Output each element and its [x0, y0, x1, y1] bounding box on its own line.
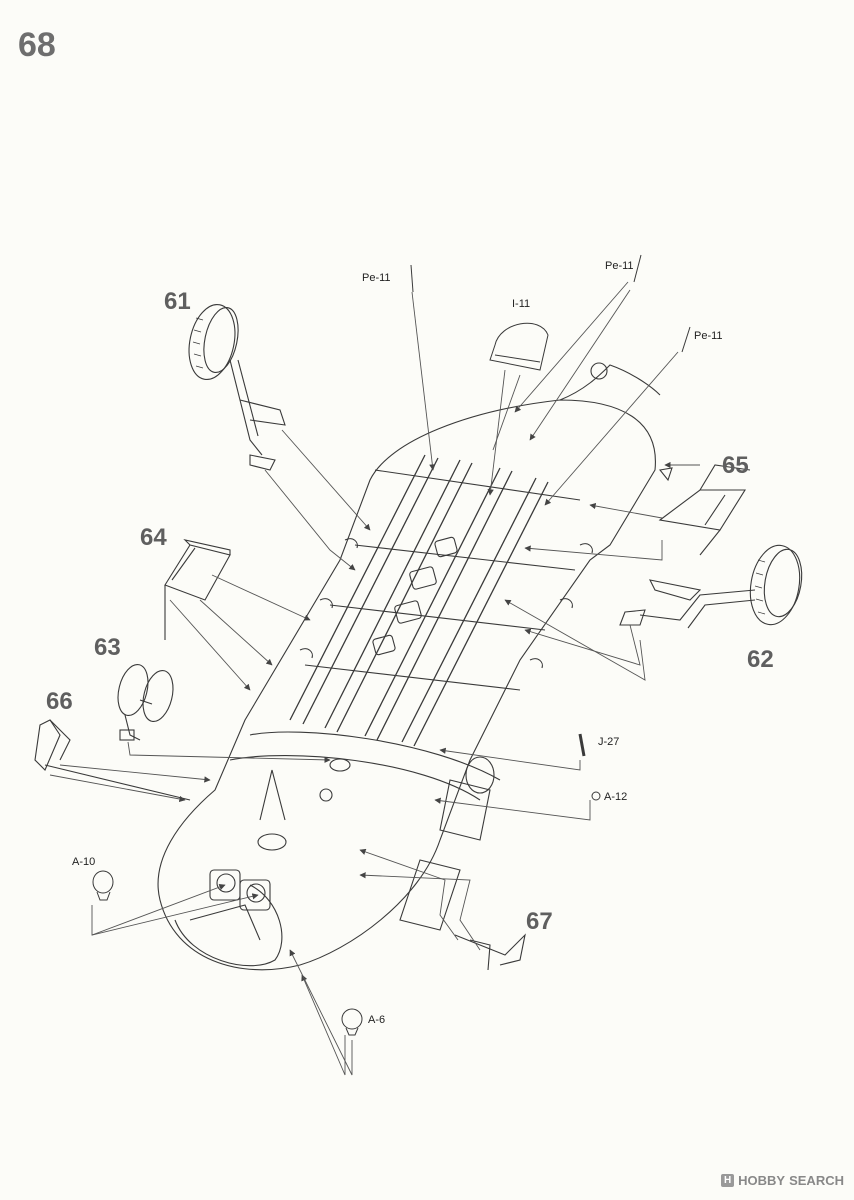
wheel-61-assembly: [188, 304, 286, 471]
watermark-word: SEARCH: [789, 1173, 844, 1188]
part-i11-shape: [489, 322, 549, 371]
step-number: 68: [18, 26, 56, 64]
label-pe11-a: Pe-11: [362, 272, 391, 284]
part-a10-shape: [92, 870, 114, 894]
watermark-brand: HOBBY: [738, 1173, 786, 1188]
leader-lines: [49, 281, 700, 1076]
label-a10: A-10: [72, 856, 96, 868]
part-pe11-rod-b: [633, 254, 642, 283]
callout-61: 61: [164, 288, 191, 315]
hobbysearch-logo-icon: H: [721, 1174, 735, 1187]
step-part-65: [658, 464, 751, 556]
bracket-part-67: [454, 933, 526, 971]
nose-wheel-63-assembly: [117, 663, 174, 741]
label-pe11-c: Pe-11: [694, 330, 723, 342]
label-pe11-b: Pe-11: [605, 260, 634, 272]
label-a12: A-12: [604, 791, 628, 803]
part-a12-shape: [591, 791, 601, 801]
small-parts: [92, 254, 691, 1036]
callout-67: 67: [526, 908, 553, 935]
callout-65: 65: [722, 452, 749, 479]
label-j27: J-27: [598, 736, 620, 748]
callout-62: 62: [747, 646, 774, 673]
part-pe11-rod-a: [410, 264, 414, 293]
label-a6: A-6: [368, 1014, 386, 1026]
step-part-64: [164, 539, 231, 640]
label-i11: I-11: [512, 298, 531, 310]
part-j27-shape: [578, 733, 586, 757]
step-part-66: [34, 719, 191, 801]
fuselage: [157, 362, 661, 971]
callout-63: 63: [94, 634, 121, 661]
wheel-62-assembly: [619, 544, 803, 629]
callout-64: 64: [140, 524, 167, 551]
callout-66: 66: [46, 688, 73, 715]
part-pe11-rod-c: [681, 326, 691, 353]
watermark: H HOBBY SEARCH: [721, 1173, 844, 1188]
part-a6-shape: [341, 1008, 363, 1030]
